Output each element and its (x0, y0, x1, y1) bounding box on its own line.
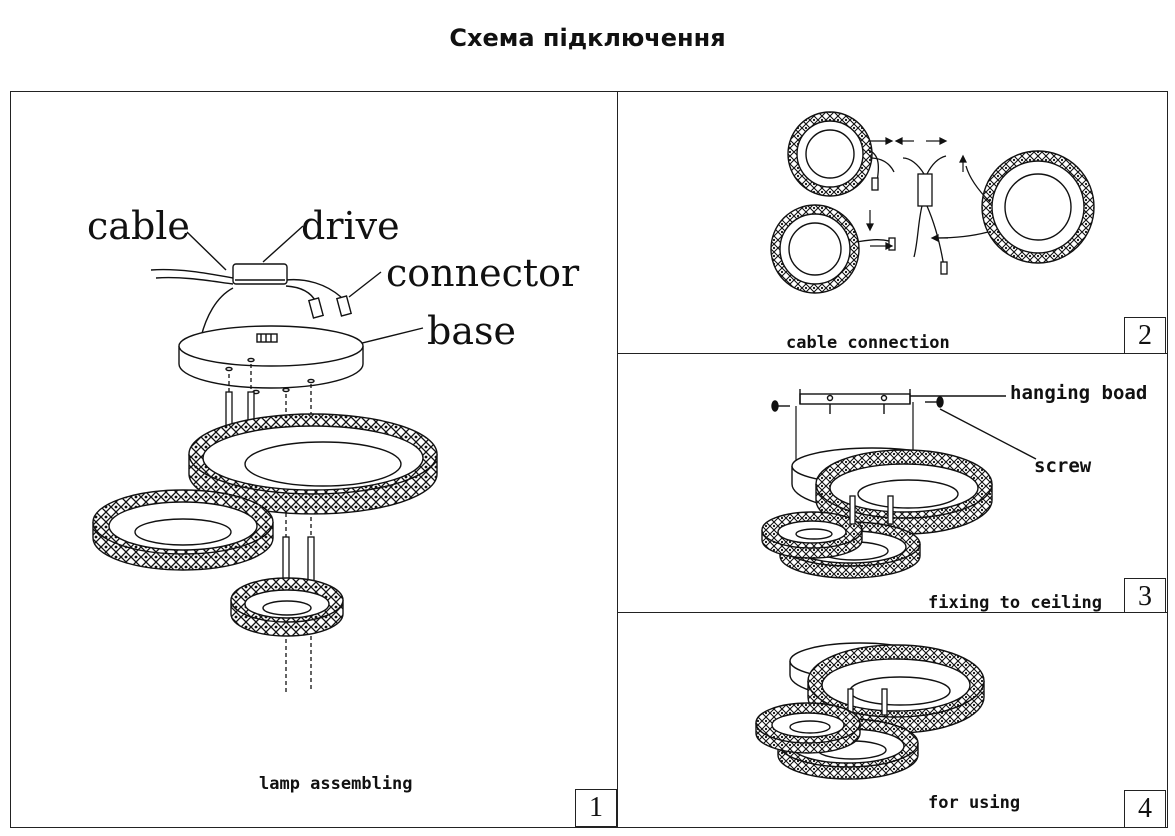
small-ring (761, 511, 863, 559)
page-title: Схема підключення (449, 24, 726, 52)
label-drive: drive (301, 204, 400, 248)
panel-number-4: 4 (1124, 790, 1166, 828)
label-connector: connector (386, 251, 580, 295)
label-screw: screw (1034, 455, 1092, 477)
ring-top-left (787, 111, 873, 197)
label-hanging-board: hanging boad (1010, 382, 1148, 404)
direction-arrows (866, 137, 967, 250)
caption-cable-connection: cable connection (786, 333, 950, 353)
large-ring (188, 413, 438, 515)
panel-lamp-assembling: cable drive connector base lamp assembli… (10, 91, 619, 828)
hanging-board (799, 389, 1006, 414)
panel-number-2: 2 (1124, 317, 1166, 355)
connection-wires (855, 149, 991, 275)
label-base: base (427, 309, 516, 353)
screws (771, 396, 1037, 460)
panel-fixing-to-ceiling: hanging boad screw fixing to ceiling 3 (617, 353, 1168, 616)
caption-fixing-to-ceiling: fixing to ceiling (928, 593, 1102, 613)
medium-ring (92, 489, 274, 571)
panel-cable-connection: cable connection 2 (617, 91, 1168, 355)
lamp-assembly-illustration (92, 225, 438, 692)
ceiling-fixing-illustration (761, 389, 1037, 579)
for-using-illustration (755, 642, 985, 780)
label-cable: cable (87, 204, 190, 248)
ceiling-base (178, 325, 364, 395)
panel-for-using: for using 4 (617, 612, 1168, 828)
panel-number-1: 1 (575, 789, 617, 827)
cable-connection-illustration (770, 111, 1095, 294)
driver-with-cables (150, 225, 424, 348)
large-ring (815, 449, 993, 535)
caption-for-using: for using (928, 793, 1021, 813)
ring-right (981, 150, 1095, 264)
caption-lamp-assembling: lamp assembling (259, 774, 413, 794)
small-ring (230, 577, 344, 637)
ring-bottom-left (770, 204, 860, 294)
panel-number-3: 3 (1124, 578, 1166, 616)
small-ring (755, 702, 861, 754)
